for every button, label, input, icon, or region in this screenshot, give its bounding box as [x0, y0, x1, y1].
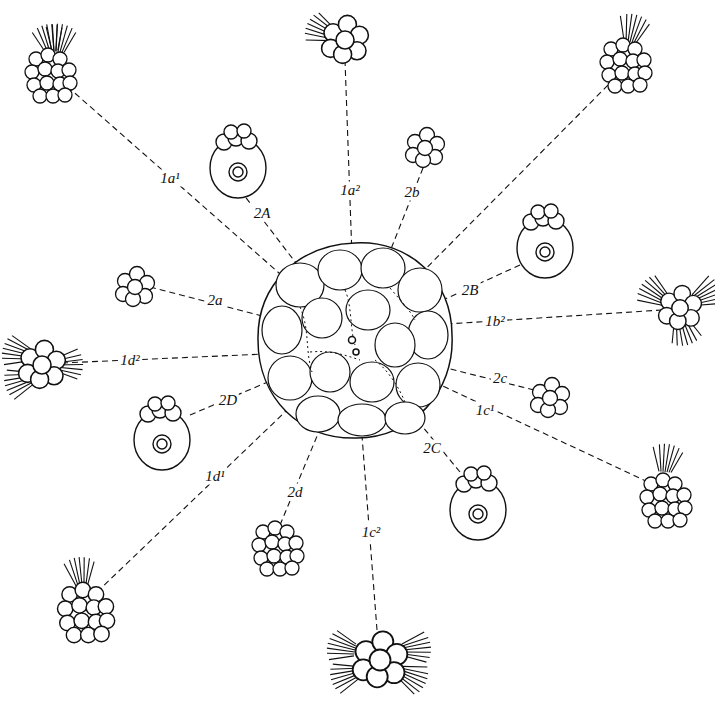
cell-label: 1a¹: [158, 170, 182, 187]
cell-label: 1c²: [360, 524, 383, 541]
embryo: [258, 243, 452, 438]
cell-label: 2D: [217, 392, 239, 409]
cell-label: 2c: [491, 370, 509, 387]
leader-lines: [60, 60, 662, 630]
cell-descendants: [0, 10, 715, 696]
cell-label: 1d²: [118, 352, 142, 369]
cell-label: 2d: [286, 484, 305, 501]
cell-label: 1d¹: [203, 468, 227, 485]
cell-label: 2B: [460, 282, 481, 299]
cell-label: 2C: [421, 440, 443, 457]
cell-label: 2a: [206, 292, 225, 309]
cell-label: 1c¹: [474, 402, 497, 419]
cell-label: 2b: [403, 184, 422, 201]
cell-label: 1a²: [338, 182, 362, 199]
cell-label: 2A: [252, 205, 273, 222]
cell-label: 1b²: [483, 313, 507, 330]
